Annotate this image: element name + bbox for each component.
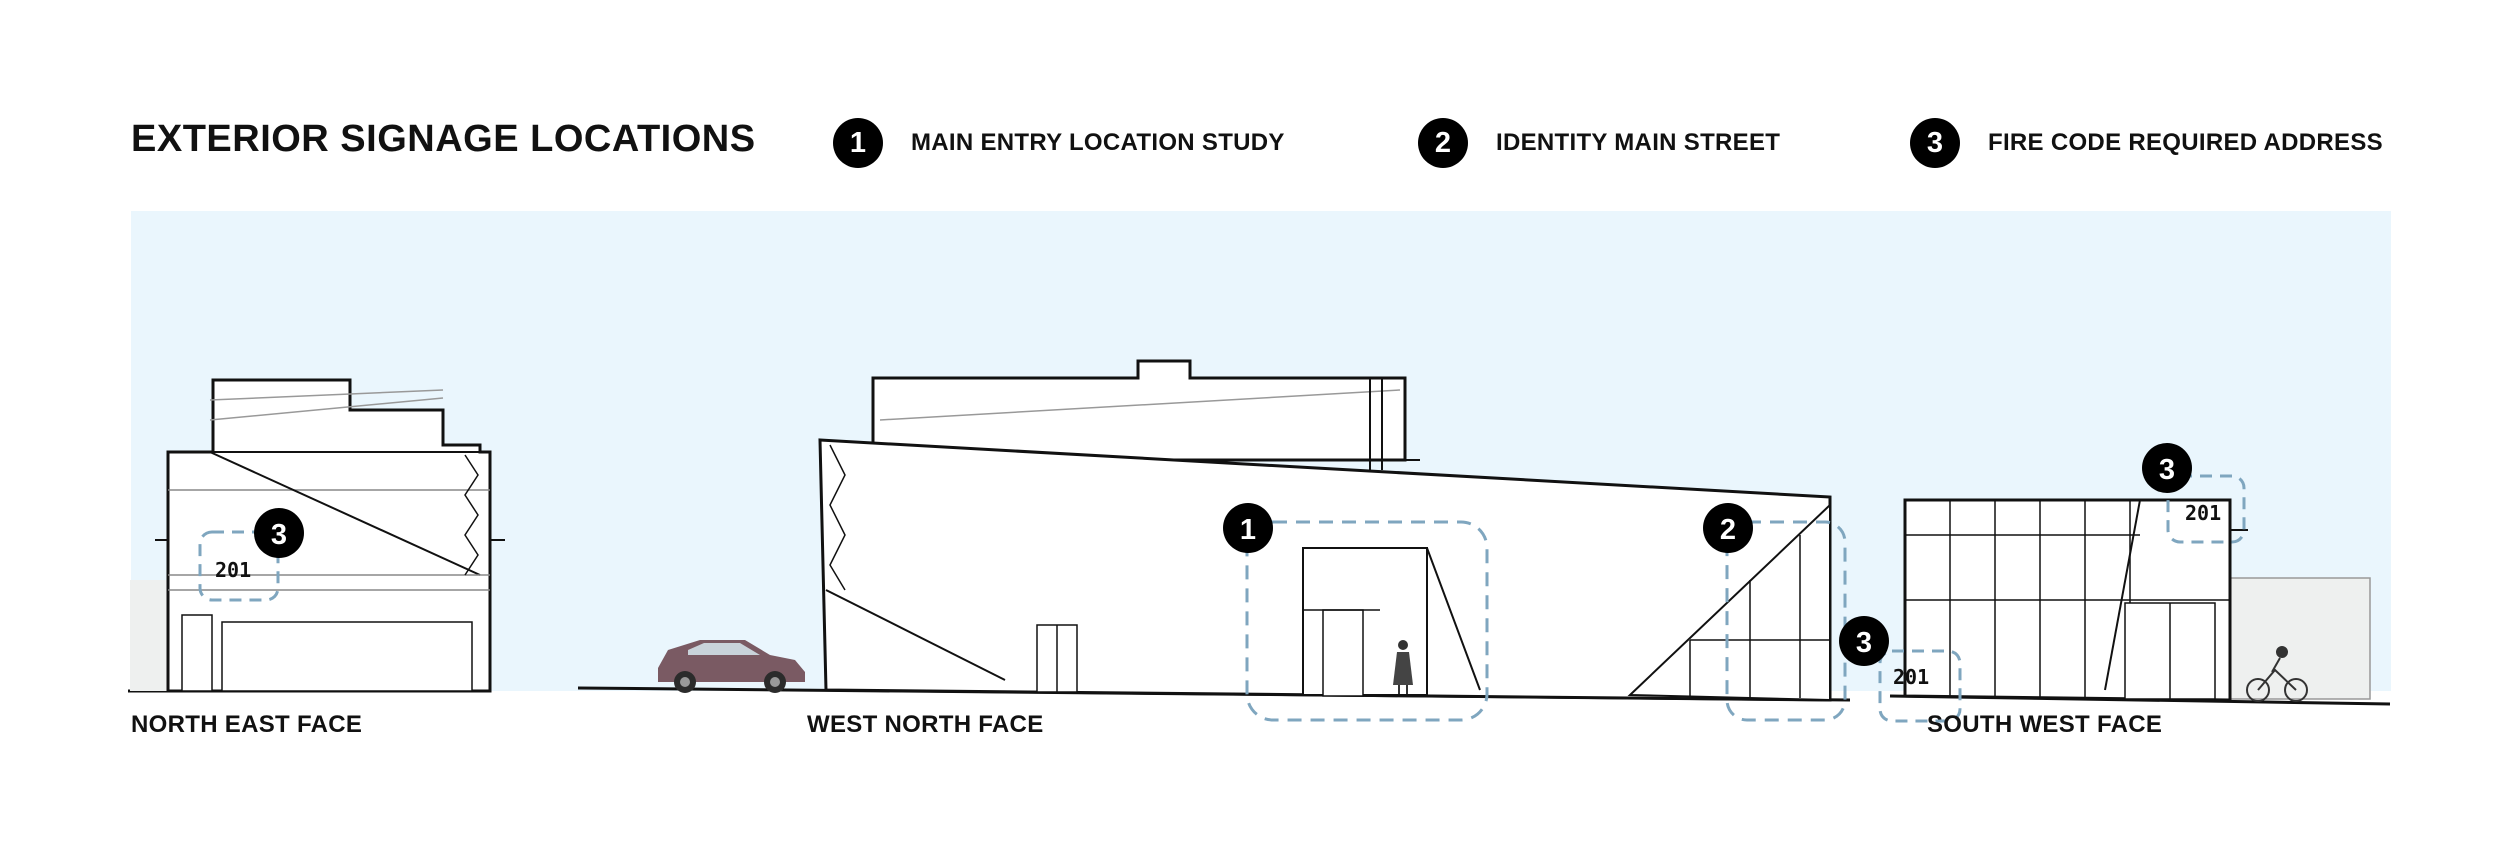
address-number: 201	[215, 558, 251, 582]
face-label-south-west: SOUTH WEST FACE	[1927, 711, 2163, 738]
address-number-bottom: 201	[1893, 665, 1929, 689]
south-west-address-callout-top: 201 3	[2142, 443, 2246, 544]
south-west-building	[1903, 498, 2371, 702]
legend-label-3: FIRE CODE REQUIRED ADDRESS	[1988, 129, 2383, 156]
legend-item-main-entry: 1 MAIN ENTRY LOCATION STUDY	[833, 118, 1285, 168]
legend-badge-2: 2	[1418, 118, 1468, 168]
north-east-address-callout: 201 3	[198, 508, 304, 602]
marker-3-north-east: 3	[271, 519, 287, 551]
legend-item-identity: 2 IDENTITY MAIN STREET	[1418, 118, 1780, 168]
marker-2-identity: 2	[1720, 514, 1736, 546]
face-label-west-north: WEST NORTH FACE	[807, 711, 1044, 738]
cyclist-figure	[2246, 646, 2308, 702]
face-label-north-east: NORTH EAST FACE	[131, 711, 363, 738]
marker-3-south-west-top: 3	[2159, 454, 2175, 486]
person-figure	[1393, 640, 1413, 694]
diagram-title: EXTERIOR SIGNAGE LOCATIONS	[131, 118, 756, 160]
legend-label-1: MAIN ENTRY LOCATION STUDY	[911, 129, 1285, 156]
legend-badge-3: 3	[1910, 118, 1960, 168]
west-north-building	[818, 359, 1832, 702]
identity-callout: 2	[1703, 503, 1847, 722]
marker-3-south-west-bottom: 3	[1856, 627, 1872, 659]
marker-1-main-entry: 1	[1240, 514, 1256, 546]
car-figure	[658, 640, 805, 693]
legend-label-2: IDENTITY MAIN STREET	[1496, 129, 1781, 156]
main-entry-callout: 1	[1223, 503, 1489, 722]
legend-badge-1: 1	[833, 118, 883, 168]
south-west-address-callout-bottom: 201 3	[1839, 616, 1962, 723]
north-east-building	[130, 378, 505, 693]
legend-item-fire-code: 3 FIRE CODE REQUIRED ADDRESS	[1910, 118, 2383, 168]
address-number-top: 201	[2185, 501, 2221, 525]
